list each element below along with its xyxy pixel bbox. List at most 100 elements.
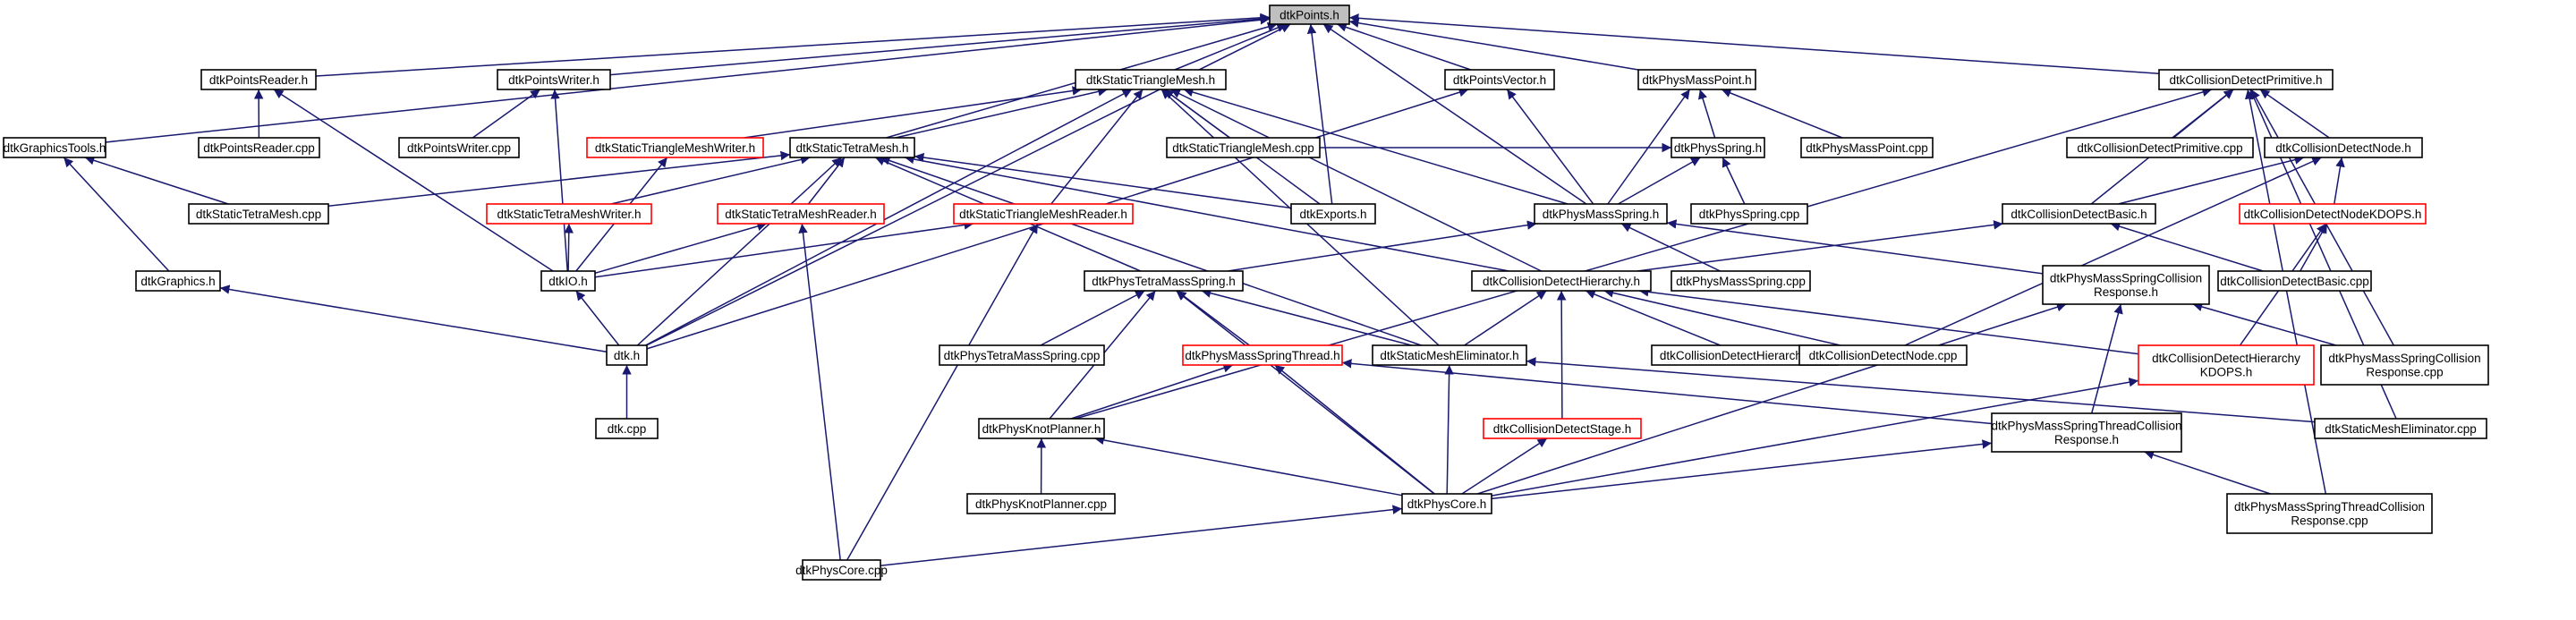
edge-physmassspring-to-physmasspoint: [1607, 89, 1691, 205]
edge-physmassspring-to-physspring: [1618, 157, 1701, 205]
node-stmreader[interactable]: dtkStaticTriangleMeshReader.h: [953, 203, 1134, 225]
node-smelimcpp[interactable]: dtkStaticMeshEliminator.cpp: [2314, 418, 2487, 439]
node-phystms[interactable]: dtkPhysTetraMassSpring.h: [1084, 270, 1244, 292]
node-cdprim[interactable]: dtkCollisionDetectPrimitive.h: [2158, 69, 2334, 90]
node-cdhiercpp[interactable]: dtkCollisionDetectHierarchy.cpp: [1651, 344, 1839, 366]
node-graphics[interactable]: dtkGraphics.h: [135, 270, 221, 292]
node-physspringcpp[interactable]: dtkPhysSpring.cpp: [1690, 203, 1808, 225]
edge-io-to-stetmreader: [594, 221, 768, 275]
node-box: [595, 418, 659, 439]
node-pmstcrcpp[interactable]: dtkPhysMassSpringThreadCollisionResponse…: [2226, 493, 2433, 534]
edge-cdnodecpp-to-cdhier: [1603, 288, 1841, 346]
node-points[interactable]: dtkPoints.h: [1269, 4, 1350, 25]
node-physspring[interactable]: dtkPhysSpring.h: [1671, 137, 1765, 158]
node-pointswriter[interactable]: dtkPointsWriter.h: [497, 69, 611, 90]
node-cdnodecpp[interactable]: dtkCollisionDetectNode.cpp: [1798, 344, 1968, 366]
node-stm[interactable]: dtkStaticTriangleMesh.h: [1075, 69, 1227, 90]
node-label: dtkStaticTriangleMeshReader.h: [959, 208, 1127, 221]
node-physmassspringcpp[interactable]: dtkPhysMassSpring.cpp: [1671, 270, 1811, 292]
node-physmasspointcpp[interactable]: dtkPhysMassPoint.cpp: [1800, 137, 1934, 158]
node-dtkh[interactable]: dtk.h: [606, 344, 648, 366]
node-label: dtkCollisionDetectStage.h: [1493, 422, 1632, 436]
edge-phystmscpp-to-phystms: [1040, 290, 1145, 346]
node-box: [1671, 270, 1811, 292]
node-knotplanner[interactable]: dtkPhysKnotPlanner.h: [978, 418, 1105, 439]
node-cdbasic[interactable]: dtkCollisionDetectBasic.h: [2002, 203, 2156, 225]
node-label: dtkPhysMassSpringCollision: [2050, 272, 2202, 285]
node-box: [2226, 493, 2433, 534]
node-label: dtkStaticTriangleMeshWriter.h: [595, 141, 755, 155]
node-stetmwriter[interactable]: dtkStaticTetraMeshWriter.h: [486, 203, 652, 225]
node-box: [789, 137, 915, 158]
edge-smelim-to-stetm: [880, 156, 1422, 346]
node-cdnodekdops[interactable]: dtkCollisionDetectNodeKDOPS.h: [2239, 203, 2427, 225]
node-box: [2066, 137, 2254, 158]
node-label: dtkStaticTriangleMesh.cpp: [1172, 141, 1314, 155]
node-physmassspring[interactable]: dtkPhysMassSpring.h: [1534, 203, 1668, 225]
edge-cdbasiccpp-to-cdbasic: [2110, 222, 2264, 272]
node-pointsvector[interactable]: dtkPointsVector.h: [1444, 69, 1555, 90]
node-box: [1991, 412, 2182, 453]
node-cdprimcpp[interactable]: dtkCollisionDetectPrimitive.cpp: [2066, 137, 2254, 158]
node-knotplannercpp[interactable]: dtkPhysKnotPlanner.cpp: [966, 493, 1116, 514]
node-cdhier[interactable]: dtkCollisionDetectHierarchy.h: [1471, 270, 1652, 292]
edge-smelim-to-phystms: [1201, 288, 1412, 346]
node-graphicstools[interactable]: dtkGraphicsTools.h: [3, 137, 106, 158]
node-box: [1269, 4, 1350, 25]
node-box: [717, 203, 885, 225]
edge-pmstcrcpp-to-pmstcr: [2144, 450, 2271, 495]
edge-cdhier-to-cdbasic: [1637, 220, 2003, 272]
node-box: [802, 559, 881, 581]
node-pmstcr[interactable]: dtkPhysMassSpringThreadCollisionResponse…: [1991, 412, 2182, 453]
node-smelim[interactable]: dtkStaticMeshEliminator.h: [1372, 344, 1527, 366]
edge-pointswritercpp-to-pointswriter: [472, 89, 541, 139]
edge-cdnode-to-cdprim: [2259, 89, 2330, 139]
edge-physcore-to-smelim: [1444, 364, 1454, 495]
node-io[interactable]: dtkIO.h: [540, 270, 596, 292]
node-pmsthread[interactable]: dtkPhysMassSpringThread.h: [1182, 344, 1343, 366]
node-box: [1166, 137, 1321, 158]
node-box: [953, 203, 1134, 225]
node-box: [540, 270, 596, 292]
node-stetm[interactable]: dtkStaticTetraMesh.h: [789, 137, 915, 158]
node-cdbasiccpp[interactable]: dtkCollisionDetectBasic.cpp: [2217, 270, 2372, 292]
node-physcorecpp[interactable]: dtkPhysCore.cpp: [795, 559, 888, 581]
node-cdstage[interactable]: dtkCollisionDetectStage.h: [1483, 418, 1642, 439]
edge-physcorecpp-to-physcore: [880, 505, 1403, 566]
edge-physcorecpp-to-stmreader: [846, 223, 1039, 561]
node-pointsreader[interactable]: dtkPointsReader.h: [200, 69, 317, 90]
node-stetmreader[interactable]: dtkStaticTetraMeshReader.h: [717, 203, 885, 225]
node-label: dtkPointsVector.h: [1453, 73, 1546, 87]
node-label: dtkStaticTetraMeshWriter.h: [497, 208, 641, 221]
edge-physcorecpp-to-stetmreader: [798, 223, 841, 561]
node-label: dtkCollisionDetectPrimitive.h: [2169, 73, 2322, 87]
node-label: dtkGraphicsTools.h: [4, 141, 106, 155]
node-stmwriter[interactable]: dtkStaticTriangleMeshWriter.h: [586, 137, 764, 158]
node-label: dtkCollisionDetectNodeKDOPS.h: [2244, 208, 2422, 221]
edge-stmwriter-to-stm: [744, 86, 1083, 139]
node-dtkcpp[interactable]: dtk.cpp: [595, 418, 659, 439]
edge-physmasspoint-to-points: [1348, 18, 1639, 71]
node-phystmscpp[interactable]: dtkPhysTetraMassSpring.cpp: [939, 344, 1105, 366]
node-label: dtkStaticMeshEliminator.h: [1380, 349, 1518, 362]
node-label: dtkPhysMassSpringCollision: [2328, 352, 2480, 365]
node-physmasspoint[interactable]: dtkPhysMassPoint.h: [1637, 69, 1756, 90]
edge-pmscr-to-physmassspring: [1666, 219, 2044, 275]
node-pointswritercpp[interactable]: dtkPointsWriter.cpp: [398, 137, 520, 158]
node-exports[interactable]: dtkExports.h: [1290, 203, 1376, 225]
edge-io-to-stmreader: [594, 220, 974, 278]
node-cdnode[interactable]: dtkCollisionDetectNode.h: [2264, 137, 2423, 158]
node-stmcpp[interactable]: dtkStaticTriangleMesh.cpp: [1166, 137, 1321, 158]
node-label: dtkPointsReader.h: [209, 73, 308, 87]
edge-stetm-to-stm: [895, 87, 1108, 139]
edge-io-to-pointsreader: [273, 89, 554, 272]
node-pointsreadercpp[interactable]: dtkPointsReader.cpp: [198, 137, 320, 158]
node-label: dtkPhysKnotPlanner.cpp: [975, 497, 1107, 511]
edge-pointswriter-to-points: [609, 13, 1271, 76]
node-stetmcpp[interactable]: dtkStaticTetraMesh.cpp: [188, 203, 329, 225]
node-physcore[interactable]: dtkPhysCore.h: [1401, 493, 1492, 514]
